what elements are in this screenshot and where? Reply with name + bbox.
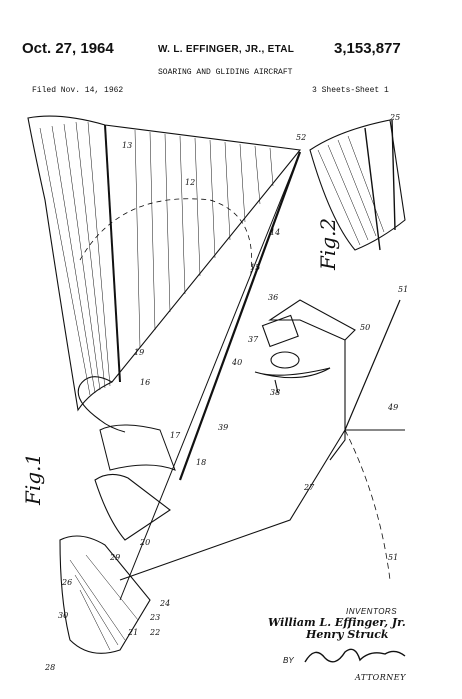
fig2-inset — [309, 119, 406, 251]
numeral: 52 — [296, 133, 306, 142]
sheet-count: 3 Sheets-Sheet 1 — [312, 86, 389, 95]
numeral: 18 — [196, 458, 206, 467]
upper-wing-outline — [27, 115, 302, 433]
numeral: 20 — [139, 538, 150, 547]
numeral: 30 — [58, 611, 68, 620]
numeral: 16 — [140, 378, 150, 387]
attorney-label: ATTORNEY — [355, 673, 406, 682]
numeral: 24 — [159, 599, 170, 608]
numeral: 51 — [388, 553, 398, 562]
numeral: 50 — [360, 323, 370, 332]
patent-date: Oct. 27, 1964 — [22, 40, 114, 57]
numeral: 49 — [387, 403, 398, 412]
numeral: 29 — [109, 553, 120, 562]
numeral: 17 — [170, 431, 181, 440]
inventor-name-1: William L. Effinger, Jr. — [268, 616, 406, 629]
numeral: 36 — [268, 293, 278, 302]
numeral: 28 — [44, 663, 55, 672]
fig2-label: Fig.2 — [316, 218, 340, 271]
numeral: 51 — [398, 285, 408, 294]
numeral: 21 — [127, 628, 138, 637]
numeral: 38 — [270, 388, 280, 397]
inventors-line: W. L. EFFINGER, JR., ETAL — [158, 44, 295, 55]
numeral: 27 — [303, 483, 315, 492]
patent-title: SOARING AND GLIDING AIRCRAFT — [158, 68, 293, 77]
numeral: 25 — [389, 113, 400, 122]
fig1-label: Fig.1 — [21, 453, 45, 506]
filed-date: Filed Nov. 14, 1962 — [32, 86, 124, 95]
numeral: 37 — [248, 335, 259, 344]
numeral: 13 — [122, 141, 132, 150]
numeral: 22 — [149, 628, 160, 637]
numeral: 15 — [250, 263, 260, 272]
numeral: 14 — [270, 228, 280, 237]
numeral: 19 — [134, 348, 144, 357]
numeral: 39 — [218, 423, 228, 432]
inventors-label: INVENTORS — [346, 607, 398, 616]
reference-numerals: 13 12 14 52 15 36 37 40 38 16 19 39 17 1… — [44, 113, 408, 672]
numeral: 12 — [185, 178, 195, 187]
numeral: 26 — [61, 578, 72, 587]
by-label: BY — [283, 656, 294, 665]
inventor-name-2: Henry Struck — [306, 628, 389, 641]
numeral: 40 — [231, 358, 242, 367]
patent-number: 3,153,877 — [334, 40, 401, 57]
wing-hatching — [39, 121, 274, 396]
attorney-signature — [304, 648, 406, 663]
numeral: 23 — [149, 613, 160, 622]
